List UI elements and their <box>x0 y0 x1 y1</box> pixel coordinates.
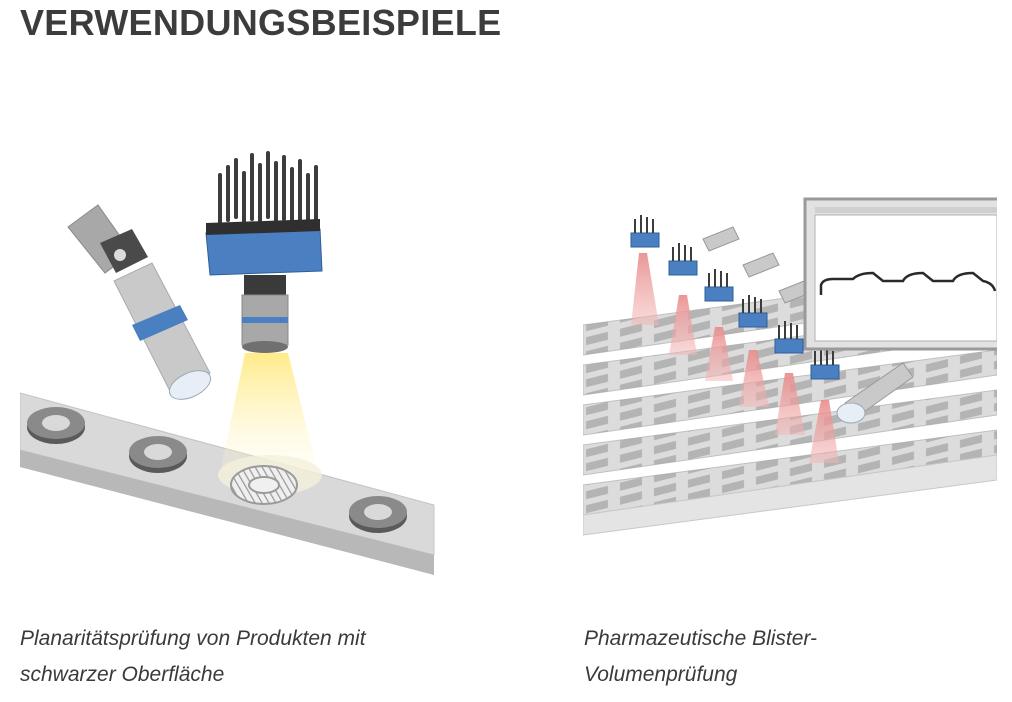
projector-icon <box>67 204 212 400</box>
light-beam <box>220 353 318 473</box>
washer-inspected <box>230 465 298 505</box>
illustration-blister-inspection <box>583 197 997 536</box>
monitor-icon <box>803 197 997 351</box>
caption-line: Planaritätsprüfung von Produkten mit <box>20 627 366 650</box>
projector-icon <box>702 226 914 424</box>
washer <box>129 436 187 473</box>
sensor-icon <box>630 232 840 380</box>
washer <box>27 407 85 444</box>
page-title: VERWENDUNGSBEISPIELE <box>20 2 502 43</box>
caption-planarity: Planaritätsprüfung von Produkten mit sch… <box>20 621 440 693</box>
washer <box>349 496 407 533</box>
caption-blister: Pharmazeutische Blister- Volumenprüfung <box>584 621 884 693</box>
caption-line: Volumenprüfung <box>584 663 738 686</box>
caption-line: schwarzer Oberfläche <box>20 663 225 686</box>
laser-beams <box>631 253 839 463</box>
illustration-planarity-inspection <box>20 151 435 575</box>
caption-line: Pharmazeutische Blister- <box>584 627 818 650</box>
camera-icon <box>205 151 323 353</box>
